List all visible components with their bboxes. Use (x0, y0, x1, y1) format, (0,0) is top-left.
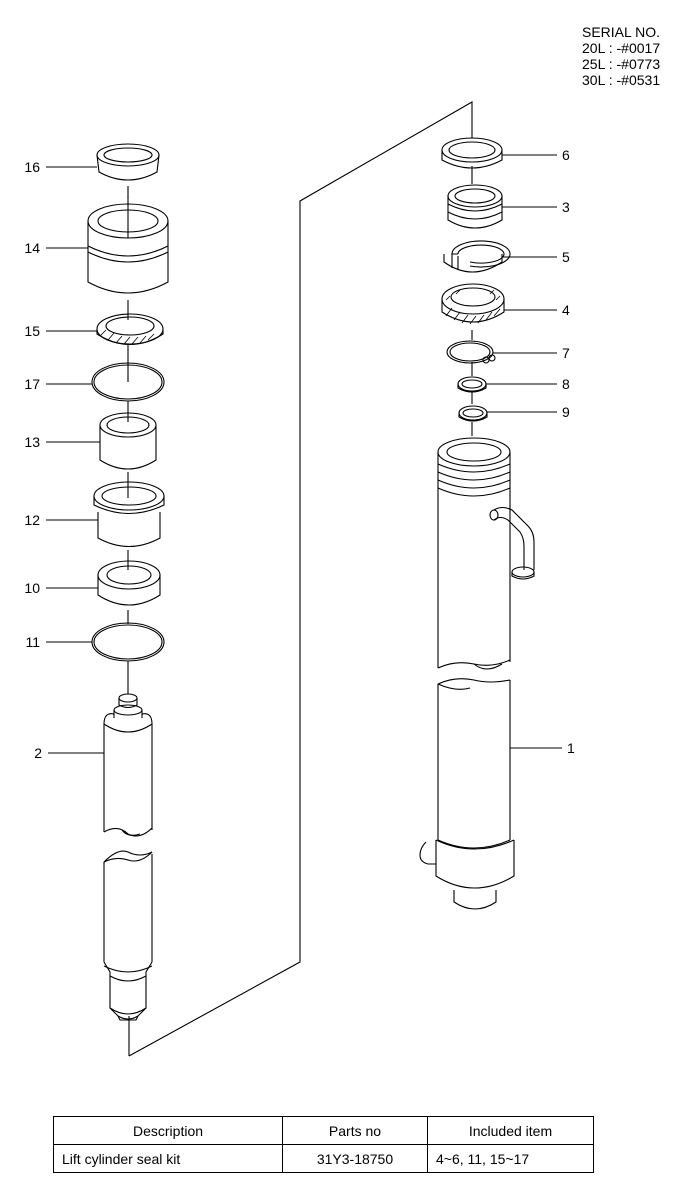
callout-17: 17 (24, 376, 92, 392)
svg-text:3: 3 (562, 199, 570, 215)
callout-8: 8 (486, 376, 570, 392)
exploded-parts-diagram: 16 14 15 17 13 12 10 11 2 6 3 5 (24, 101, 575, 1057)
part-5-backup-ring (443, 240, 511, 273)
part-6-dust-wiper (441, 137, 503, 169)
col-header-description: Description (53, 1116, 283, 1145)
callout-5: 5 (502, 249, 570, 265)
part-1-cylinder-tube (437, 437, 535, 670)
serial-line-30l: 30L : -#0531 (582, 72, 661, 88)
col-header-included-item: Included item (427, 1116, 594, 1145)
callout-1: 1 (510, 740, 575, 756)
cell-included-item: 4~6, 11, 15~17 (427, 1144, 594, 1173)
callout-7: 7 (493, 345, 570, 361)
svg-text:14: 14 (24, 240, 40, 256)
table-row: Lift cylinder seal kit 31Y3-18750 4~6, 1… (53, 1144, 594, 1173)
svg-text:15: 15 (24, 323, 40, 339)
serial-number-block: SERIAL NO. 20L : -#0017 25L : -#0773 30L… (582, 24, 660, 88)
svg-text:4: 4 (562, 302, 570, 318)
part-8-small-ring (457, 376, 487, 393)
assembly-path-line (128, 101, 473, 1057)
part-4-hatched-seal (441, 283, 505, 325)
parts-table-header-row: Description Parts no Included item (53, 1116, 594, 1145)
part-3-rod-seal (447, 184, 503, 229)
svg-text:10: 10 (24, 580, 40, 596)
svg-text:12: 12 (24, 512, 40, 528)
callout-6: 6 (502, 147, 570, 163)
callout-11: 11 (25, 634, 92, 650)
callout-10: 10 (24, 580, 98, 596)
svg-text:11: 11 (25, 634, 40, 650)
callout-16: 16 (24, 159, 97, 175)
part-12-flanged-bush (93, 481, 165, 547)
callout-2: 2 (34, 745, 104, 761)
svg-text:9: 9 (562, 404, 570, 420)
svg-text:5: 5 (562, 249, 570, 265)
part-15-rod-seal (96, 313, 164, 345)
callout-3: 3 (502, 199, 570, 215)
part-7-snap-ring (446, 340, 496, 364)
part-16-dust-wiper (96, 143, 160, 181)
part-2-piston-rod (103, 693, 153, 837)
svg-text:13: 13 (24, 434, 40, 450)
part-14-rod-gland (87, 196, 169, 294)
part-10-piston-seal (97, 560, 161, 606)
part-1-cylinder-tube-lower (419, 678, 515, 910)
serial-line-25l: 25L : -#0773 (582, 56, 661, 72)
part-9-small-ring (458, 405, 488, 422)
svg-text:17: 17 (24, 376, 40, 392)
part-11-o-ring (91, 622, 165, 662)
parts-table: Description Parts no Included item Lift … (53, 1116, 594, 1173)
col-header-parts-no: Parts no (282, 1116, 428, 1145)
svg-text:16: 16 (24, 159, 40, 175)
svg-text:6: 6 (562, 147, 570, 163)
callout-14: 14 (24, 240, 88, 256)
cell-description: Lift cylinder seal kit (53, 1144, 283, 1173)
svg-text:1: 1 (567, 740, 575, 756)
part-2-piston-rod-lower (103, 850, 153, 1021)
svg-text:8: 8 (562, 376, 570, 392)
callout-12: 12 (24, 512, 98, 528)
callout-13: 13 (24, 434, 100, 450)
part-13-bushing (99, 412, 157, 470)
svg-text:7: 7 (562, 345, 570, 361)
callout-4: 4 (504, 302, 570, 318)
serial-title: SERIAL NO. (582, 24, 661, 40)
callout-9: 9 (487, 404, 570, 420)
svg-text:2: 2 (34, 745, 42, 761)
serial-line-20l: 20L : -#0017 (582, 40, 661, 56)
cell-parts-no: 31Y3-18750 (282, 1144, 428, 1173)
callout-15: 15 (24, 323, 97, 339)
